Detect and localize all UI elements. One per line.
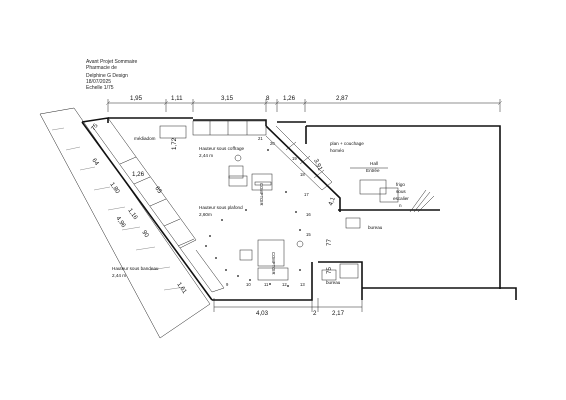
title-designer: Delphine G Design: [86, 73, 128, 79]
dim-inner-1: 1,72: [171, 137, 178, 150]
label-ceiling-coffrage-value: 2,44 m: [199, 153, 213, 158]
label-bureau-2: bureau: [326, 280, 341, 285]
dim-bottom-2: 2: [313, 310, 317, 317]
pos-12: 12: [282, 282, 287, 287]
label-frigo: frigo: [396, 182, 405, 187]
label-plan-couchage: plan + couchage: [330, 141, 364, 146]
pos-21: 21: [258, 136, 263, 141]
dim-top-6: 2,87: [336, 95, 349, 102]
dim-left-8: 90: [140, 229, 150, 239]
label-bureau-1: bureau: [368, 225, 383, 230]
dim-top-3: 3,15: [221, 95, 234, 102]
dim-left-4: 1,80: [108, 181, 121, 195]
dim-inner-2: 3,91: [312, 158, 324, 172]
shelving-right: [265, 125, 333, 191]
label-plan-couchage-2: homéo: [330, 148, 344, 153]
title-project-type: Avant Projet Sommaire: [86, 59, 138, 65]
dim-left-5: 65: [153, 185, 163, 195]
pos-9: 9: [226, 282, 229, 287]
dim-inner-4: 77: [326, 239, 333, 246]
dim-left-6: 1,16: [126, 207, 139, 221]
dim-bottom-3: 2,17: [332, 310, 345, 317]
dim-left-3: 1,26: [132, 171, 145, 178]
backroom-fixtures: [321, 179, 435, 281]
label-ceiling-plafond-value: 2,60m: [199, 212, 212, 217]
label-frigo-4: n: [399, 203, 402, 208]
title-date: 18/07/2025: [86, 79, 111, 85]
dim-left-2: 64: [90, 157, 100, 167]
wall-shelving-left: [91, 117, 225, 293]
label-ceiling-bandeau: Hauteur sous bandeau: [112, 266, 159, 271]
dim-left-9: 1,61: [175, 281, 188, 295]
display-units: [228, 154, 304, 281]
label-ceiling-plafond: Hauteur sous plafond: [199, 205, 243, 210]
dim-top-5: 1,26: [283, 95, 296, 102]
label-frigo-3: escalier: [393, 196, 409, 201]
label-ceiling-coffrage: Hauteur sous coffrage: [199, 146, 245, 151]
pos-10: 10: [246, 282, 251, 287]
title-block: Avant Projet Sommaire Pharmacie de Delph…: [86, 59, 138, 91]
adjacent-wall-left: [39, 107, 211, 339]
counter-bottom: COMPTOIR: [271, 252, 276, 275]
title-client: Pharmacie de: [86, 65, 117, 71]
pos-17: 17: [304, 192, 309, 197]
pos-13: 13: [300, 282, 305, 287]
shop-walls: [81, 117, 517, 301]
dimension-chain-bottom: 4,03 2 2,17: [213, 298, 363, 317]
pos-20: 20: [270, 141, 275, 146]
label-frigo-2: sous: [396, 189, 406, 194]
pos-11: 11: [264, 282, 269, 287]
pos-19: 19: [292, 156, 297, 161]
counter-label-top: COMPTOIR: [259, 183, 264, 206]
dim-bottom-1: 4,03: [256, 310, 269, 317]
position-numbers: 9 10 11 12 13 15 16 17 18 19 20 21: [226, 136, 311, 287]
dim-inner-3: 4,1: [327, 196, 337, 207]
dim-top-4: 8: [266, 95, 270, 102]
dimension-chain-top: 1,95 1,11 3,15 8 1,26 2,87: [105, 95, 503, 112]
room-labels: médiadom Hauteur sous coffrage 2,44 m Ha…: [112, 136, 409, 285]
title-scale: Echelle 1/75: [86, 85, 114, 91]
pos-15: 15: [306, 232, 311, 237]
dim-top-1: 1,95: [130, 95, 143, 102]
label-ceiling-bandeau-value: 2,44 m: [112, 273, 126, 278]
dimension-inner: 1,72 3,91 4,1 77 75: [171, 137, 337, 274]
dim-inner-5: 75: [326, 267, 333, 274]
shelving-top: [159, 120, 267, 139]
ceiling-light-dots: [205, 149, 301, 287]
label-hall-2: Entrée: [366, 168, 380, 173]
label-mediadom: médiadom: [134, 136, 156, 141]
pos-18: 18: [300, 172, 305, 177]
counter-label-bottom: COMPTOIR: [271, 252, 276, 275]
dim-left-1: 75: [90, 122, 100, 132]
dim-top-2: 1,11: [171, 95, 183, 102]
pos-16: 16: [306, 212, 311, 217]
dim-left-7: 4,96: [114, 215, 127, 229]
label-hall: Hall: [370, 161, 378, 166]
counter-top: COMPTOIR: [254, 181, 272, 206]
